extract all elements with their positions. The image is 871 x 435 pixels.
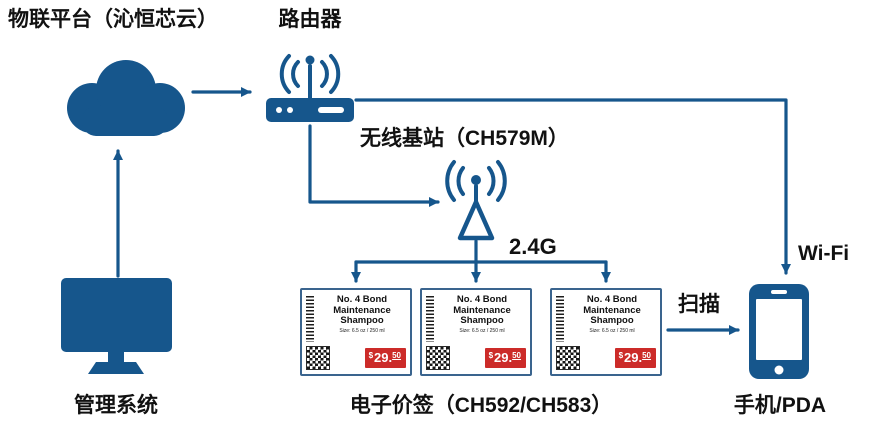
tag-title-line3: Shampoo [340, 315, 384, 327]
barcode [306, 296, 314, 342]
price-badge: $29.50 [614, 348, 656, 368]
phone-icon [749, 284, 809, 379]
tag-title-line3: Shampoo [590, 315, 634, 327]
tag-title-line1: No. 4 Bond [456, 294, 508, 305]
label-frequency: 2.4G [509, 234, 557, 259]
price-int: 29. [374, 350, 393, 365]
price-tag: No. 4 Bond Maintenance Shampoo Size: 6.5… [300, 288, 412, 376]
tag-title-line2: Maintenance [583, 304, 641, 316]
qr-code-icon [426, 346, 450, 370]
label-management-system: 管理系统 [74, 394, 158, 417]
arrow-router-to-basestation [308, 124, 440, 207]
price-currency: $ [618, 351, 624, 360]
label-iot-platform: 物联平台（沁恒芯云） [8, 8, 218, 31]
tag-title-line1: No. 4 Bond [586, 294, 638, 305]
label-phone-pda: 手机/PDA [733, 394, 827, 417]
barcode [426, 296, 434, 342]
monitor-icon [61, 278, 172, 374]
price-tag: No. 4 Bond Maintenance Shampoo Size: 6.5… [420, 288, 532, 376]
price-cents: 50 [392, 351, 401, 360]
label-router: 路由器 [278, 8, 342, 31]
label-scan: 扫描 [678, 293, 720, 316]
base-station-icon [445, 160, 507, 241]
tag-title-line2: Maintenance [333, 304, 391, 316]
tag-title-line1: No. 4 Bond [336, 294, 388, 305]
label-esl: 电子价签（CH592/CH583） [349, 394, 613, 417]
barcode [556, 296, 564, 342]
router-icon [266, 54, 354, 122]
qr-code-icon [556, 346, 580, 370]
price-cents: 50 [512, 351, 521, 360]
price-int: 29. [494, 350, 513, 365]
tag-title-line2: Maintenance [453, 304, 511, 316]
price-tag: No. 4 Bond Maintenance Shampoo Size: 6.5… [550, 288, 662, 376]
price-int: 29. [624, 350, 643, 365]
label-wifi: Wi-Fi [798, 242, 850, 265]
arrow-router-to-phone-wifi [354, 98, 791, 275]
price-badge: $29.50 [484, 348, 526, 368]
label-base-station: 无线基站（CH579M） [360, 127, 569, 150]
price-badge: $29.50 [364, 348, 406, 368]
price-cents: 50 [642, 351, 651, 360]
tag-subtitle: Size: 6.5 oz / 250 ml [339, 327, 385, 334]
tag-subtitle: Size: 6.5 oz / 250 ml [589, 327, 635, 334]
tag-title-line3: Shampoo [460, 315, 504, 327]
price-currency: $ [488, 351, 494, 360]
cloud-icon [67, 60, 185, 136]
price-currency: $ [368, 351, 374, 360]
tag-subtitle: Size: 6.5 oz / 250 ml [459, 327, 505, 334]
qr-code-icon [306, 346, 330, 370]
